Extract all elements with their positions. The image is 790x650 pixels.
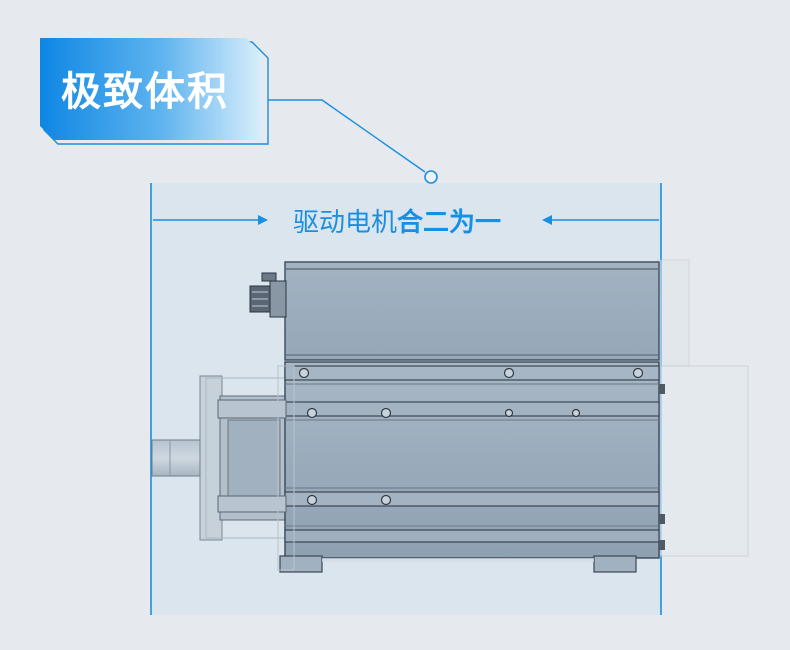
motor-shaft xyxy=(151,439,201,477)
drive-box xyxy=(284,261,660,361)
callout-dot-icon xyxy=(424,170,438,184)
screws xyxy=(298,367,644,506)
title-badge xyxy=(40,38,269,145)
ghost-top-extension xyxy=(656,259,690,367)
callout-leader-line xyxy=(268,99,426,173)
mount-foot-right xyxy=(593,555,637,573)
mount-foot-left xyxy=(279,555,323,573)
dimension-label-bold: 合二为一 xyxy=(397,207,502,238)
motor-body xyxy=(284,361,660,559)
ghost-end-cover xyxy=(659,365,749,557)
arrow-left-head-icon xyxy=(258,215,268,225)
dimension-label: 驱动电机合二为一 xyxy=(262,200,532,240)
title-label: 极致体积 xyxy=(61,69,229,115)
arrow-right-head-icon xyxy=(542,215,552,225)
dimension-label-regular: 驱动电机 xyxy=(292,207,397,238)
motor-drive-assembly xyxy=(151,259,749,573)
cable-gland xyxy=(249,272,287,318)
